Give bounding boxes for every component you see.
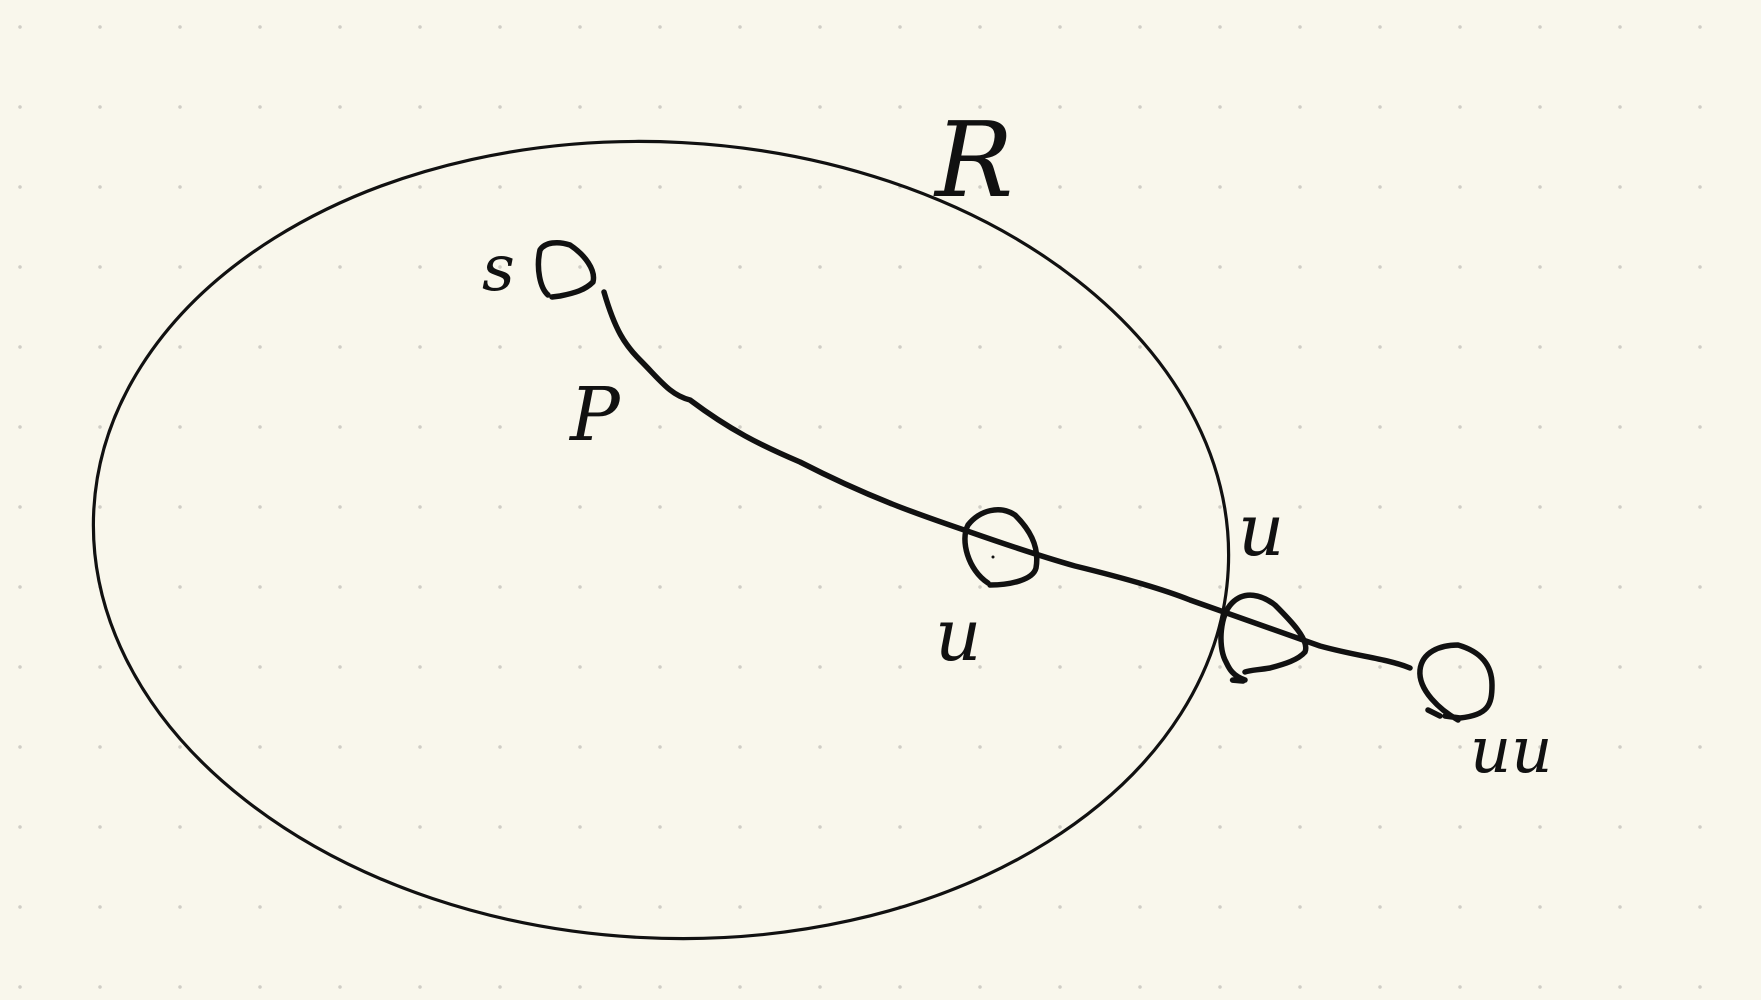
node-u2-label: u	[1238, 488, 1284, 572]
node-u1-dot	[991, 555, 995, 559]
node-u1-label: u	[935, 593, 981, 677]
path-curve	[601, 289, 1413, 671]
node-u3-circle	[1417, 642, 1495, 723]
region-ellipse	[91, 139, 1231, 941]
node-s-label: s	[482, 232, 515, 306]
node-s-circle	[535, 239, 597, 300]
region-label: R	[933, 99, 1013, 221]
node-u2-circle	[1218, 592, 1309, 684]
node-u3-label: uu	[1470, 714, 1552, 788]
path-label: P	[568, 372, 621, 458]
node-u1-circle	[962, 507, 1040, 588]
node-u3-tail	[1425, 707, 1443, 719]
